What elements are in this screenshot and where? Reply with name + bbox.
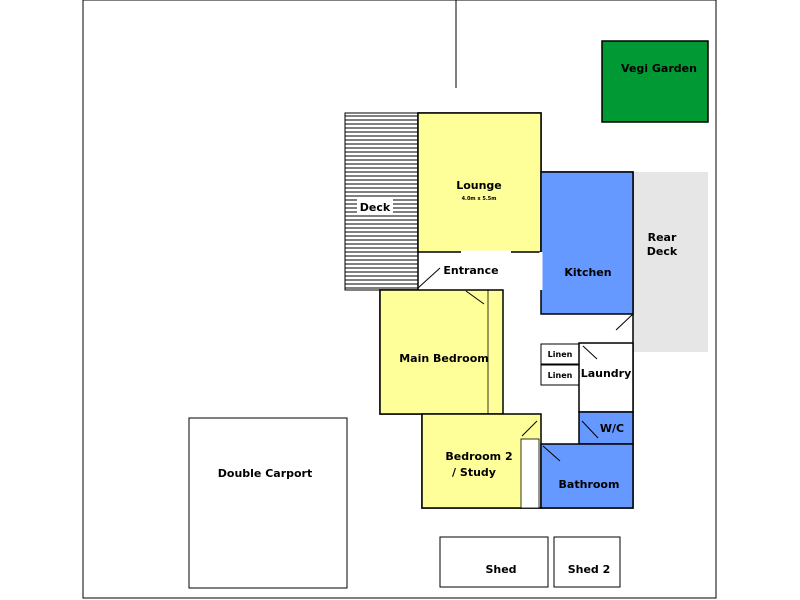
- main-bedroom: [379, 289, 504, 415]
- laundry: [578, 342, 634, 413]
- laundry-door: [582, 345, 598, 360]
- wc-label: W/C: [600, 422, 624, 435]
- laundry-label: Laundry: [581, 367, 632, 380]
- main-bedroom-label: Main Bedroom: [399, 352, 489, 365]
- linen-2-label: Linen: [548, 371, 573, 380]
- shed-2-label: Shed 2: [568, 563, 611, 576]
- double-carport: [188, 417, 348, 589]
- double-carport-label: Double Carport: [218, 467, 313, 480]
- lounge: [417, 112, 542, 253]
- shed-2: [553, 536, 621, 588]
- property-boundary: [82, 0, 717, 599]
- deck-label: Deck: [360, 201, 391, 214]
- bathroom-door: [542, 445, 561, 462]
- rear-door: [615, 313, 634, 331]
- main-bedroom-door: [465, 290, 485, 305]
- bathroom-label: Bathroom: [559, 478, 620, 491]
- vegi-garden-label: Vegi Garden: [621, 62, 697, 75]
- lounge-size: 4.0m x 5.5m: [462, 196, 497, 202]
- rear-deck-label-line1: Rear: [648, 231, 677, 244]
- deck-hatching: [345, 115, 418, 289]
- lounge-label: Lounge: [456, 179, 502, 192]
- bedroom-2-label-line2: / Study: [452, 466, 496, 479]
- wc-door: [581, 420, 599, 439]
- shed-label: Shed: [485, 563, 516, 576]
- bedroom-2-door: [521, 420, 538, 437]
- deck-label-bg: [357, 199, 393, 215]
- kitchen: [540, 171, 634, 315]
- entrance-door: [417, 267, 441, 289]
- kitchen-label: Kitchen: [564, 266, 611, 279]
- bathroom: [540, 443, 634, 509]
- rear-deck: [633, 172, 708, 352]
- vegi-garden: [601, 40, 709, 123]
- bedroom-2-wardrobe: [520, 438, 540, 509]
- entrance-label: Entrance: [443, 264, 498, 277]
- bedroom-2-label-line1: Bedroom 2: [445, 450, 512, 463]
- linen-1-label: Linen: [548, 350, 573, 359]
- rear-deck-label-line2: Deck: [647, 245, 678, 258]
- shed: [439, 536, 549, 588]
